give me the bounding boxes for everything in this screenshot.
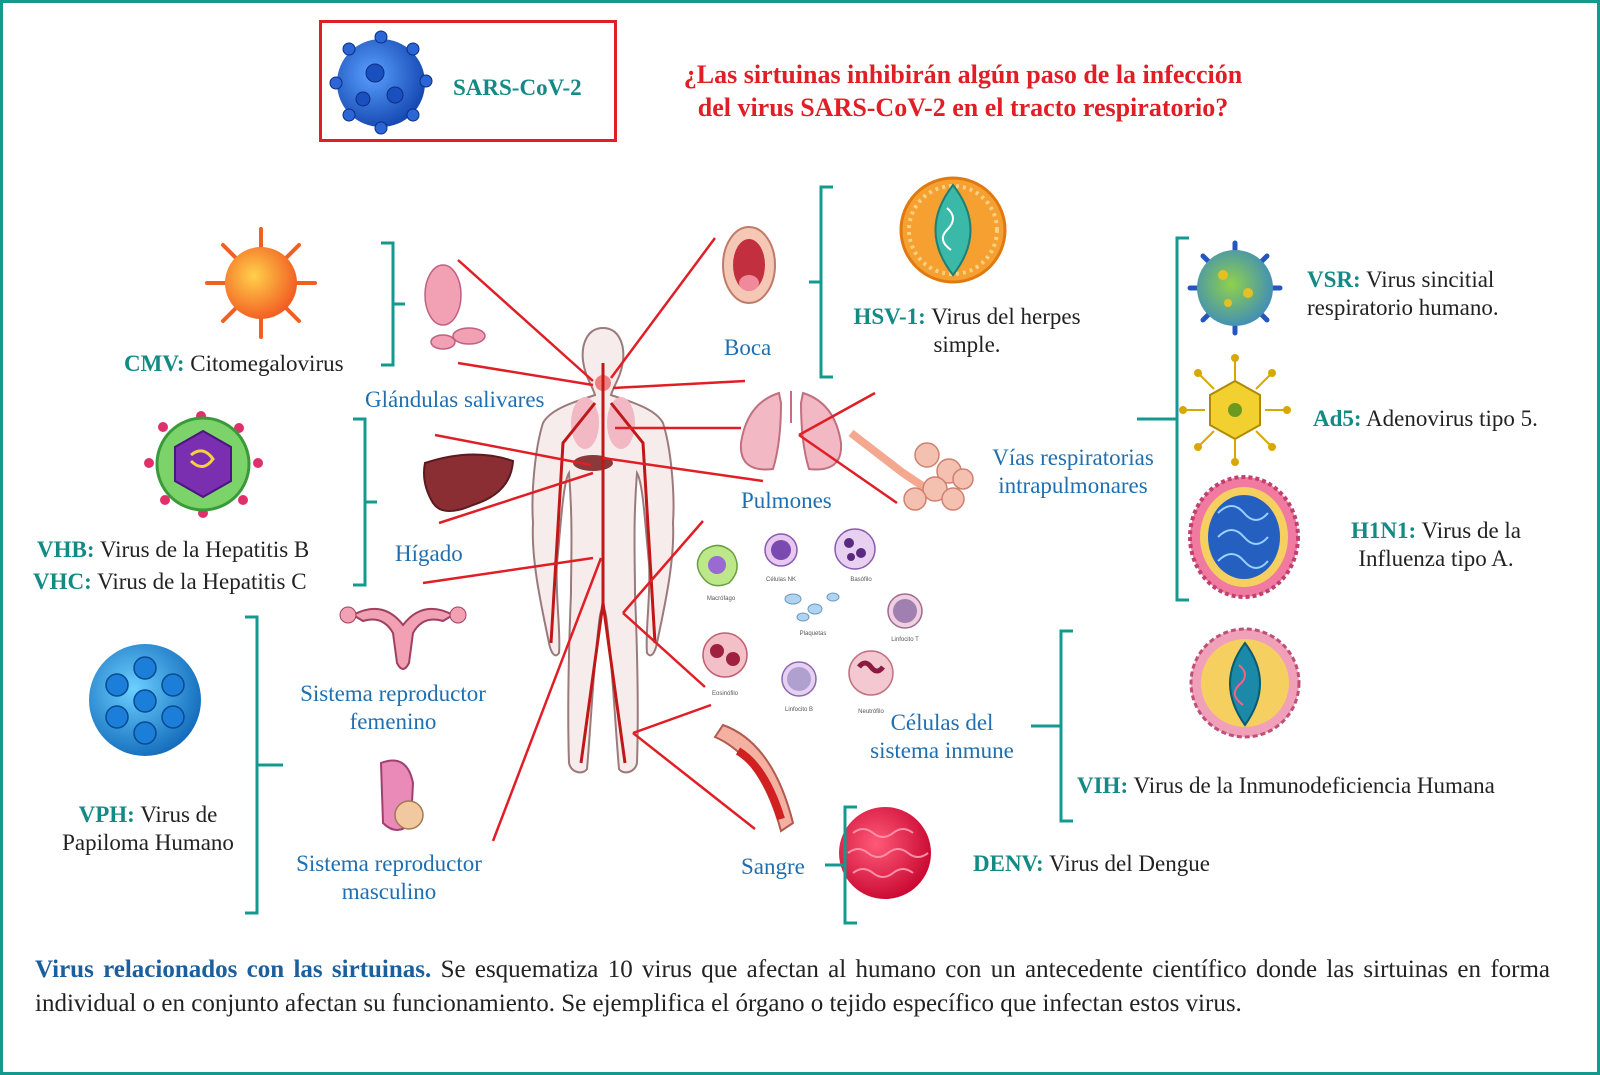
airways-icon [848,429,974,511]
svg-text:Basófilo: Basófilo [850,577,872,583]
question-line-1: ¿Las sirtuinas inhibirán algún paso de l… [683,60,1243,89]
sars-cov-2-virus-icon [329,30,433,135]
cmv-virus-icon [205,227,317,339]
basofilo-cell-icon [834,528,876,570]
svg-text:Linfocito B: Linfocito B [785,707,813,713]
virus-label-vhb: VHB: Virus de la Hepatitis B [37,537,310,562]
hiv-virus-icon [1189,627,1301,739]
vsr-virus-icon [1187,240,1283,336]
virus-label-vih: VIH: Virus de la Inmunodeficiencia Human… [1077,773,1495,798]
svg-text:Plaquetas: Plaquetas [800,631,827,637]
virus-label-hsv1: HSV-1: Virus del herpes simple. [853,304,1081,358]
denv-virus-icon [839,807,931,899]
organ-label-celulas: Células del sistema inmune [870,710,1014,764]
hbv-virus-icon [144,411,263,518]
caption-title: Virus relacionados con las sirtuinas. [35,956,432,983]
bracket-denv [825,805,857,925]
virus-label-h1n1: H1N1: Virus de la Influenza tipo A. [1350,518,1522,572]
blood-vessel-icon [713,723,795,833]
linfocito-b-cell-icon [781,661,817,697]
sars-cov-2-box [319,20,617,142]
bracket-hepatitis [353,417,377,587]
research-question: ¿Las sirtuinas inhibirán algún paso de l… [633,59,1293,124]
question-line-2: del virus SARS-CoV-2 en el tracto respir… [697,92,1229,122]
bracket-vph [245,615,283,915]
liver-icon [423,453,515,512]
female-reproductive-icon [339,606,467,670]
virus-label-cmv: CMV: Citomegalovirus [124,351,344,376]
nk-cell-icon [764,533,798,567]
sars-cov-2-label: SARS-CoV-2 [453,75,582,100]
lungs-icon [739,391,843,471]
organ-label-boca: Boca [724,335,772,360]
bracket-vih [1031,629,1073,823]
svg-text:Macrófago: Macrófago [707,596,736,602]
diagram-artwork: Macrófago Células NK Basófilo Plaquetas … [89,30,1301,925]
linfocito-t-cell-icon [887,593,923,629]
organ-label-pulmones: Pulmones [741,488,832,513]
virus-label-vph: VPH: Virus de Papiloma Humano [62,802,234,856]
svg-text:Eosinófilo: Eosinófilo [712,691,739,697]
male-reproductive-icon [379,759,424,831]
svg-text:Neutrófilo: Neutrófilo [858,709,884,715]
hsv1-virus-icon [899,176,1007,284]
caption-body: Se esquematiza 10 virus que afectan al h… [35,956,1551,1017]
grouping-brackets [245,185,1189,925]
virus-label-vhc: VHC: Virus de la Hepatitis C [33,569,307,594]
ad5-virus-icon [1179,354,1291,466]
eosinofilo-cell-icon [702,632,748,678]
organ-label-higado: Hígado [395,541,463,566]
plaquetas-cell-icon [784,592,840,622]
immune-cells-cluster: Macrófago Células NK Basófilo Plaquetas … [696,528,923,715]
bracket-hsv1 [809,185,833,379]
organ-label-masculino: Sistema reproductor masculino [296,851,482,905]
salivary-gland-icon [424,264,486,350]
organ-label-glandulas: Glándulas salivares [365,387,545,412]
figure-caption: Virus relacionados con las sirtuinas. Se… [35,953,1550,1021]
organ-label-femenino: Sistema reproductor femenino [300,681,486,735]
bracket-respiratory [1137,236,1189,602]
virus-label-vsr: VSR: Virus sincitial respiratorio humano… [1307,267,1499,321]
organ-label-vias: Vías respiratorias intrapulmonares [992,445,1154,499]
bracket-cmv [381,241,405,367]
macrofago-cell-icon [696,544,738,587]
human-body-diagram [531,326,675,774]
hpv-virus-icon [89,644,201,756]
virus-label-ad5: Ad5: Adenovirus tipo 5. [1313,406,1538,431]
organ-label-sangre: Sangre [741,854,805,879]
mouth-icon [722,226,776,304]
svg-text:Linfocito T: Linfocito T [891,637,919,643]
neutrofilo-cell-icon [848,650,894,696]
svg-text:Células NK: Células NK [766,577,796,583]
h1n1-virus-icon [1188,475,1300,599]
virus-label-denv: DENV: Virus del Dengue [973,851,1210,876]
connector-lines [422,237,898,842]
